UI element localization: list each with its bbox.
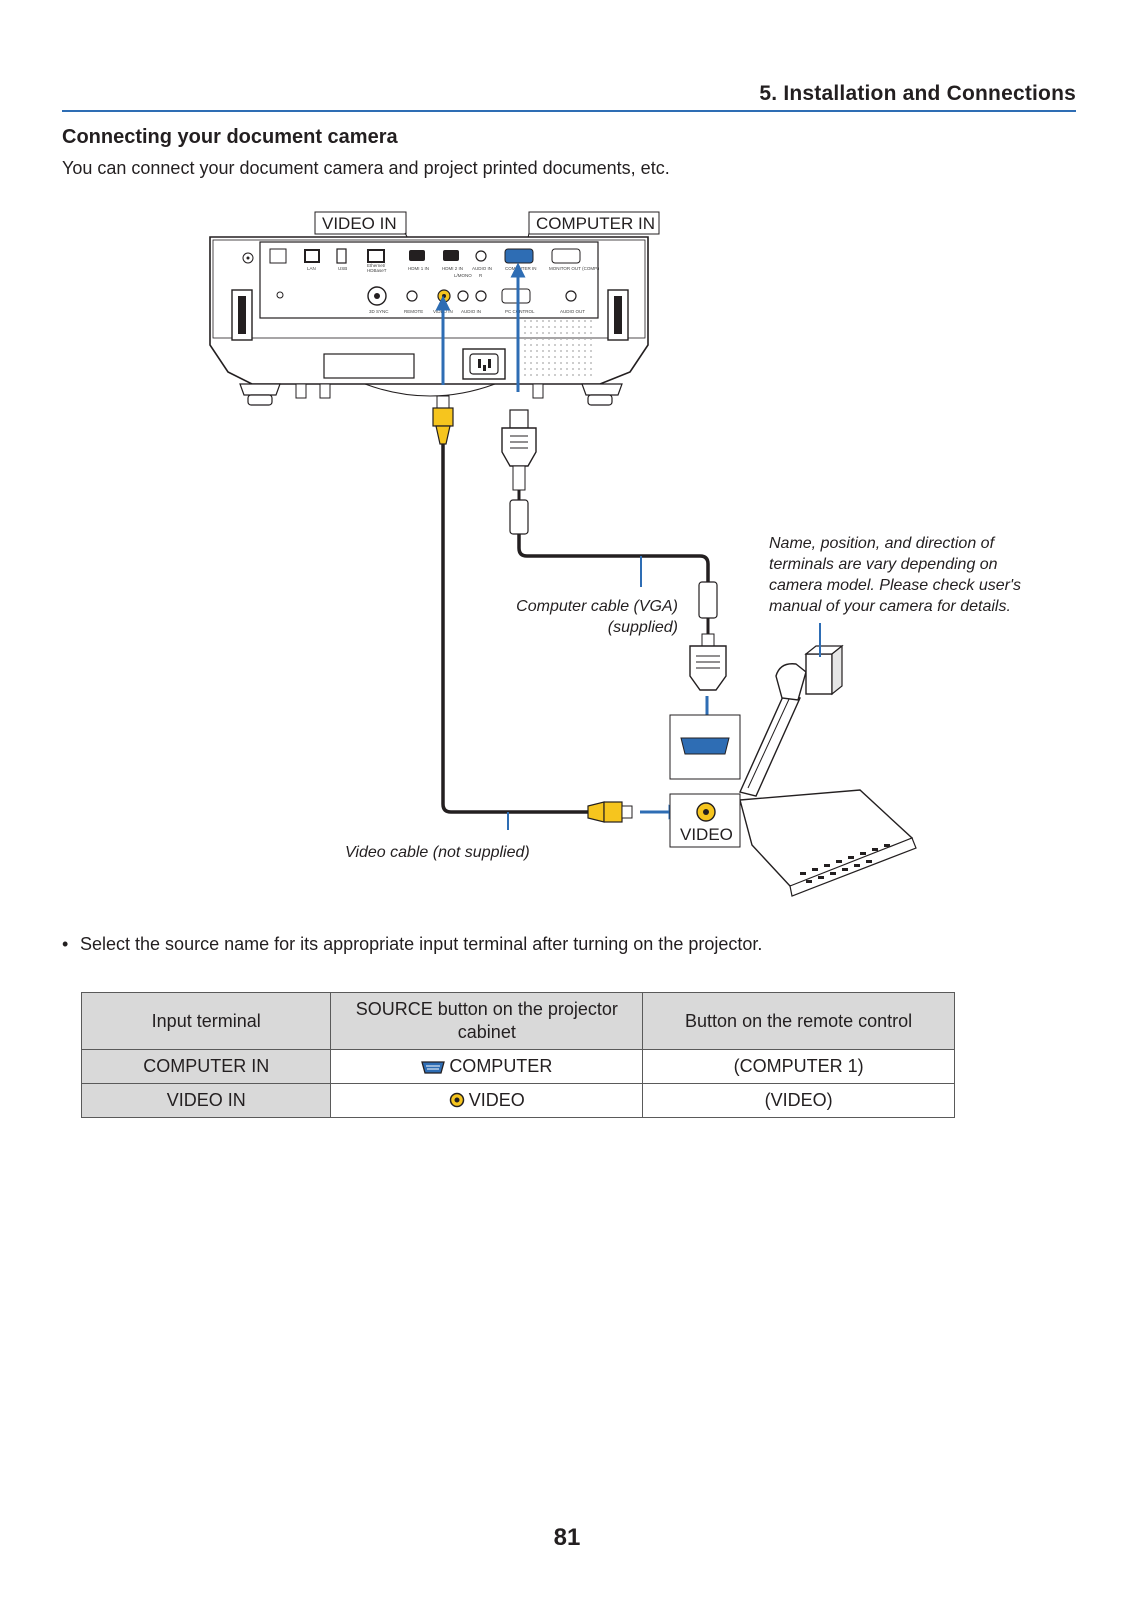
computer-cable-caption-1: Computer cable (VGA) [516,598,678,615]
vga-cable [501,409,727,736]
note-line-1: Name, position, and direction of [769,535,996,552]
computer-in-label: COMPUTER IN [536,214,655,233]
connection-diagram: VIDEO IN COMPUTER IN LAN USB Ethernet/ [209,211,1021,897]
svg-text:HDMI 1 IN: HDMI 1 IN [408,266,429,271]
svg-text:L/MONO: L/MONO [454,273,472,278]
column-header: SOURCE button on the projector cabinet [330,992,644,1050]
svg-text:AUDIO IN: AUDIO IN [461,309,481,314]
projector-rear: LAN USB Ethernet/ HDBaseT HDMI 1 IN HDMI… [209,236,649,406]
note-line-4: manual of your camera for details. [769,598,1011,615]
table-header-row: Input terminal SOURCE button on the proj… [80,992,955,1050]
intro-text: You can connect your document camera and… [62,158,670,178]
video-cable-caption: Video cable (not supplied) [345,844,530,861]
rca-video-icon [449,1092,465,1108]
svg-text:USB: USB [338,266,347,271]
table-row: COMPUTER IN COMPUTER (COMPUTER 1) [80,1049,955,1084]
column-header: Button on the remote control [642,992,955,1050]
svg-text:PC CONTROL: PC CONTROL [505,309,535,314]
source-cell: COMPUTER [330,1049,644,1084]
svg-text:HDMI 2 IN: HDMI 2 IN [442,266,463,271]
video-in-label: VIDEO IN [322,214,397,233]
section-title: Connecting your document camera [62,126,398,148]
svg-text:AUDIO OUT: AUDIO OUT [560,309,585,314]
svg-text:Ethernet/: Ethernet/ [367,263,386,268]
source-label: VIDEO [468,1090,525,1110]
note-line-3: camera model. Please check user's [769,577,1021,594]
table-row: VIDEO IN VIDEO (VIDEO) [80,1083,955,1118]
vga-icon [421,1061,446,1074]
camera-vga-terminal [669,714,741,780]
svg-text:MONITOR OUT (COMP.): MONITOR OUT (COMP.) [549,266,600,271]
svg-text:LAN: LAN [307,266,316,271]
bullet-mark: • [62,934,69,954]
svg-text:3D SYNC: 3D SYNC [369,309,389,314]
camera-video-label: VIDEO [680,825,733,844]
source-label: COMPUTER [449,1056,553,1076]
chapter-title: 5. Installation and Connections [759,82,1076,105]
source-table: Input terminal SOURCE button on the proj… [80,992,955,1118]
instruction-text: Select the source name for its appropria… [80,934,763,954]
svg-text:R: R [479,273,483,278]
remote-cell: (VIDEO) [642,1083,955,1118]
column-header: Input terminal [80,992,332,1050]
svg-text:REMOTE: REMOTE [404,309,423,314]
header-rule [62,110,1076,112]
svg-text:AUDIO IN: AUDIO IN [472,266,492,271]
remote-cell: (COMPUTER 1) [642,1049,955,1084]
terminal-cell: COMPUTER IN [80,1049,332,1084]
page-number: 81 [553,1524,581,1551]
document-camera [739,623,917,897]
camera-video-terminal: VIDEO [669,793,741,848]
note-line-2: terminals are vary depending on [769,556,998,573]
instruction-bullet: • Select the source name for its appropri… [62,934,762,955]
terminal-cell: VIDEO IN [80,1083,332,1118]
svg-text:HDBaseT: HDBaseT [367,268,387,273]
computer-cable-caption-2: (supplied) [608,619,678,636]
rca-cable [432,395,684,830]
svg-text:COMPUTER IN: COMPUTER IN [505,266,537,271]
source-cell: VIDEO [330,1083,644,1118]
